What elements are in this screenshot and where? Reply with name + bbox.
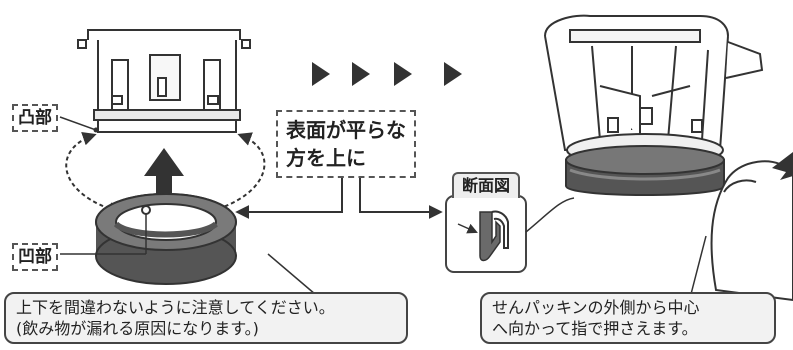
finger-illustration (710, 160, 793, 302)
note-right-line2: へ向かって指で押さえます。 (492, 319, 698, 338)
recess-marker (141, 205, 151, 215)
protrusion-label: 凸部 (12, 104, 58, 132)
up-arrow-icon (144, 148, 184, 198)
gasket-ring-left (95, 193, 237, 285)
flat-surface-callout: 表面が平らな 方を上に (276, 110, 416, 178)
curved-dashed-arrows (65, 132, 266, 216)
recess-label: 凹部 (12, 243, 58, 271)
gasket-ring-right (565, 145, 725, 196)
note-right: せんパッキンの外側から中心 へ向かって指で押さえます。 (480, 292, 776, 344)
step-arrow-icon (444, 62, 462, 86)
stopper-illustration-left (77, 29, 251, 133)
section-pointer-line (525, 197, 575, 233)
callout-connector-lines (235, 176, 443, 219)
note-right-line1: せんパッキンの外側から中心 (492, 298, 700, 317)
note-left-line2: (飲み物が漏れる原因になります。) (16, 319, 259, 338)
press-arrow-icon (772, 152, 793, 180)
cross-section-box (445, 195, 527, 273)
step-arrow-icon (352, 62, 370, 86)
step-arrows (312, 62, 462, 86)
step-arrow-icon (394, 62, 412, 86)
cross-section-label: 断面図 (452, 172, 521, 198)
flat-surface-line2: 方を上に (286, 146, 366, 170)
note-left: 上下を間違わないように注意してください。 (飲み物が漏れる原因になります。) (4, 292, 408, 344)
stopper-illustration-right (544, 14, 764, 167)
protrusion-leader-line (59, 116, 97, 131)
flat-surface-line1: 表面が平らな (286, 118, 406, 142)
note-left-line1: 上下を間違わないように注意してください。 (16, 298, 335, 317)
note-right-pointer (689, 235, 707, 299)
step-arrow-icon (312, 62, 330, 86)
